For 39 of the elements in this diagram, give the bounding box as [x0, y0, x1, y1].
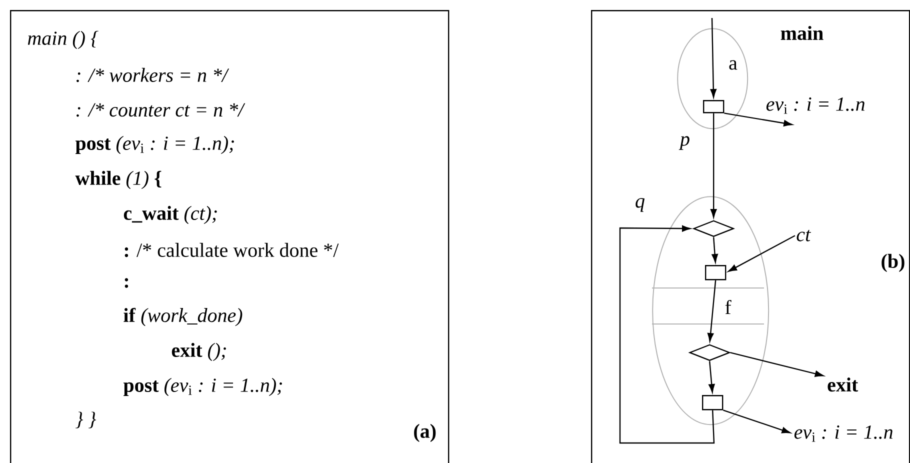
arrow	[730, 352, 824, 377]
arrow	[723, 410, 790, 434]
panel-caption: (b)	[882, 254, 904, 272]
code-line: :	[124, 278, 128, 288]
code-panel	[10, 10, 450, 463]
panel-caption: (a)	[414, 424, 436, 442]
diagram-panel	[591, 10, 910, 463]
scope-heading: main	[780, 26, 824, 40]
code-line: main () {	[28, 30, 98, 50]
event-label: ev$_{i}$ : i = 1..n	[766, 97, 865, 114]
edge-label: q	[636, 198, 645, 212]
code-line: : /* workers = n */	[76, 68, 230, 82]
code-line: while (1) {	[75, 170, 162, 190]
arrow	[619, 225, 715, 444]
arrow	[710, 18, 717, 98]
exit-label: exit	[828, 378, 858, 392]
code-line: if (work_done)	[124, 308, 242, 326]
process-box	[703, 100, 724, 114]
scope-ellipse	[652, 196, 770, 426]
arrow	[708, 361, 715, 393]
code-line: : /* counter ct = n */	[76, 103, 246, 117]
arrow	[710, 113, 717, 218]
code-line: } }	[76, 412, 96, 428]
arrow	[724, 112, 792, 126]
code-line: : /* calculate work done */	[124, 242, 339, 258]
process-box	[702, 395, 724, 410]
edge-label: a	[729, 60, 738, 70]
arrow	[728, 235, 796, 272]
code-line: exit ();	[172, 342, 226, 362]
variable-label: ct	[796, 230, 812, 242]
code-line: post (ev$_{i}$ : i = 1..n);	[123, 378, 282, 396]
event-label: ev$_{i}$ : i = 1..n	[794, 425, 893, 442]
code-line: c_wait (ct);	[124, 206, 217, 224]
code-line: post (ev$_{i}$ : i = 1..n);	[75, 136, 234, 154]
process-box	[705, 265, 726, 280]
edge-label: f	[725, 300, 732, 314]
arrow	[707, 280, 716, 342]
arrow	[712, 237, 718, 263]
edge-label: p	[678, 136, 690, 150]
